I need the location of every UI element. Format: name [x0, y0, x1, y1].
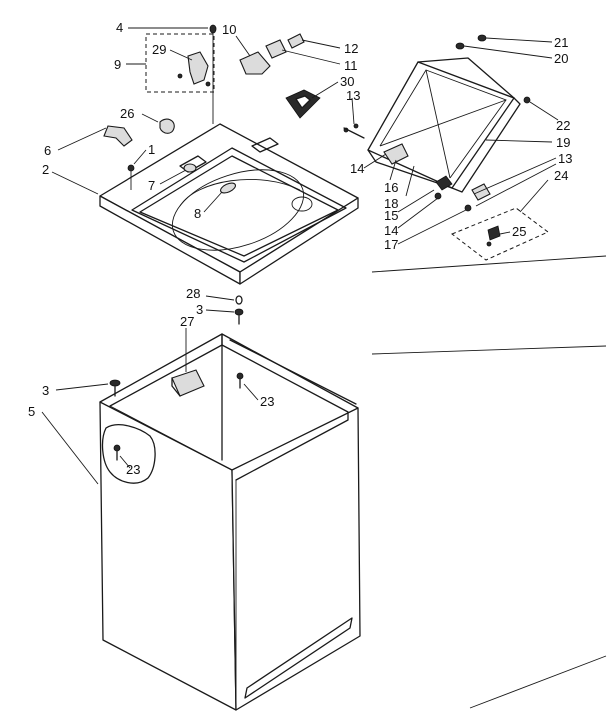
part-12: [287, 33, 305, 49]
part-1: [127, 164, 135, 190]
callout-13b: 13: [558, 151, 572, 166]
part-4: [209, 24, 217, 124]
callout-24: 24: [554, 168, 568, 183]
callout-9: 9: [114, 57, 121, 72]
divider-lines: [371, 255, 607, 709]
callout-14b: 14: [384, 223, 398, 238]
callout-8: 8: [194, 206, 201, 221]
callout-11: 11: [344, 58, 358, 73]
part-7: [183, 163, 197, 173]
inset-24: [451, 207, 549, 261]
callout-16: 16: [384, 180, 398, 195]
callout-23b: 23: [126, 462, 140, 477]
bumper-21: [477, 34, 487, 42]
inset-9: [145, 33, 215, 93]
part-30: [285, 89, 321, 119]
part-26: [159, 118, 175, 134]
part-13a: [343, 123, 365, 139]
callout-30: 30: [340, 74, 354, 89]
bracket-27: [171, 369, 205, 397]
leader-lines: [41, 27, 559, 485]
bumper-20: [455, 42, 465, 50]
screw-23a: [236, 372, 244, 389]
callout-2: 2: [42, 162, 49, 177]
clip-28: [235, 295, 243, 305]
screw-3a: [109, 379, 121, 397]
callout-19: 19: [556, 135, 570, 150]
callout-labels: 4 10 12 11 29 9 30 13 21 20 26 6 1 2 7 8…: [28, 20, 572, 477]
cabinet: [99, 333, 361, 711]
lid: [367, 57, 521, 193]
callout-1: 1: [148, 142, 155, 157]
callout-15: 15: [384, 208, 398, 223]
screw-22: [523, 96, 531, 104]
top-panel: [99, 123, 359, 285]
callout-20: 20: [554, 51, 568, 66]
callout-23a: 23: [260, 394, 274, 409]
callout-6: 6: [44, 143, 51, 158]
callout-17: 17: [384, 237, 398, 252]
callout-7: 7: [148, 178, 155, 193]
callout-14a: 14: [350, 161, 364, 176]
callout-25: 25: [512, 224, 526, 239]
lid-hinge: [383, 143, 491, 212]
callout-3b: 3: [42, 383, 49, 398]
part-10: [239, 51, 271, 75]
callout-29: 29: [152, 42, 166, 57]
callout-5: 5: [28, 404, 35, 419]
callout-12: 12: [344, 41, 358, 56]
screw-23b: [113, 444, 121, 461]
callout-10: 10: [222, 22, 236, 37]
callout-13a: 13: [346, 88, 360, 103]
callout-3a: 3: [196, 302, 203, 317]
part-8: [220, 182, 236, 194]
callout-22: 22: [556, 118, 570, 133]
callout-21: 21: [554, 35, 568, 50]
callout-26: 26: [120, 106, 134, 121]
part-6: [103, 125, 133, 147]
part-11: [265, 39, 287, 59]
screw-3b: [234, 308, 244, 325]
callout-4: 4: [116, 20, 123, 35]
callout-27: 27: [180, 314, 194, 329]
callout-18: 18: [384, 196, 398, 211]
callout-28: 28: [186, 286, 200, 301]
